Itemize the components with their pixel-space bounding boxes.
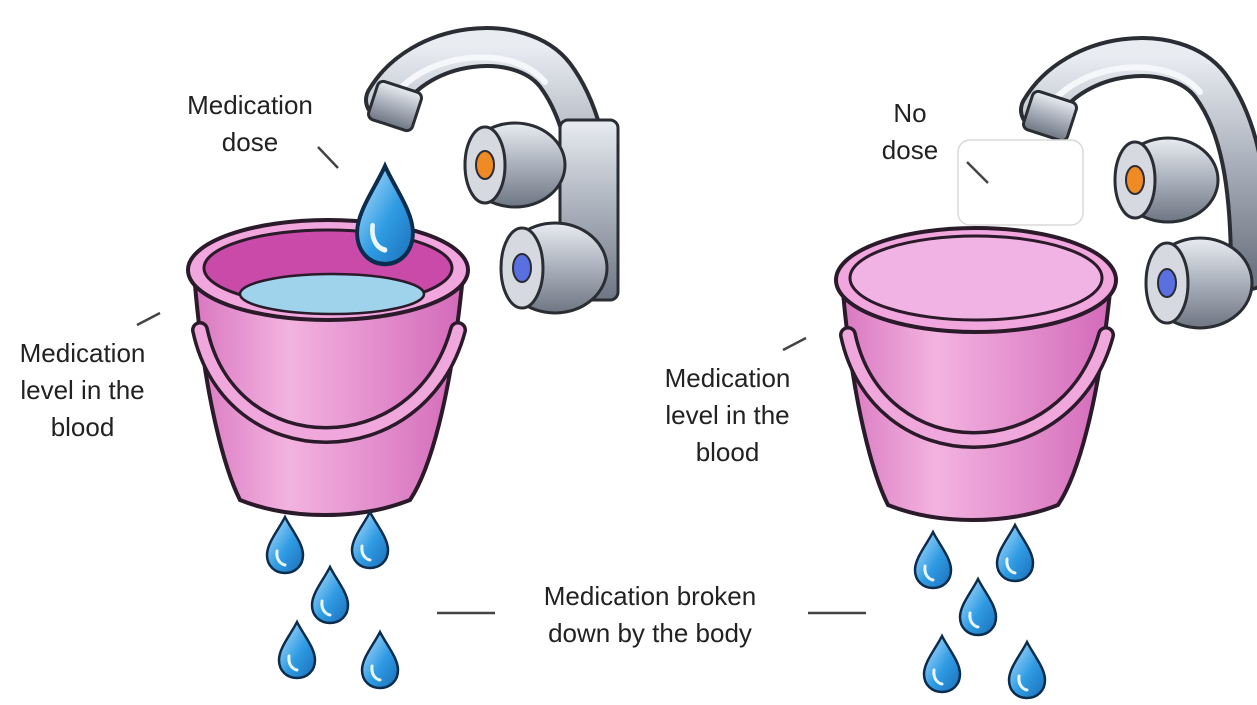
right-outflow-drops [915, 525, 1045, 698]
broken-down-label: Medication broken down by the body [505, 578, 795, 652]
left-level-label-line-1: Medication [0, 335, 165, 372]
left-dose-water-drop-icon [357, 166, 413, 264]
left-outflow-drops [267, 512, 398, 688]
water-drop-icon [997, 525, 1033, 581]
right-dose-label-line-2: dose [860, 132, 960, 169]
right-level-label: Medication level in the blood [645, 360, 810, 471]
broken-down-label-line-1: Medication broken [505, 578, 795, 615]
right-empty-dose-box [958, 140, 1083, 225]
left-dose-label-line-1: Medication [150, 87, 350, 124]
right-dose-label: No dose [860, 95, 960, 169]
left-dose-label: Medication dose [150, 87, 350, 161]
left-level-pointer-line [137, 313, 160, 325]
left-level-label-line-2: level in the [0, 372, 165, 409]
water-drop-icon [915, 532, 951, 588]
water-drop-icon [352, 512, 388, 568]
right-level-label-line-1: Medication [645, 360, 810, 397]
right-dose-label-line-1: No [860, 95, 960, 132]
left-level-label-line-3: blood [0, 409, 165, 446]
water-drop-icon [267, 517, 303, 573]
water-drop-icon [312, 567, 348, 623]
right-bucket-icon [836, 228, 1116, 520]
right-level-pointer-line [783, 338, 806, 350]
broken-down-label-line-2: down by the body [505, 615, 795, 652]
water-drop-icon [279, 622, 315, 678]
water-drop-icon [924, 636, 960, 692]
right-level-label-line-3: blood [645, 434, 810, 471]
left-dose-label-line-2: dose [150, 124, 350, 161]
left-bucket-icon [188, 220, 468, 515]
right-level-label-line-2: level in the [645, 397, 810, 434]
water-drop-icon [362, 632, 398, 688]
water-drop-icon [1009, 642, 1045, 698]
left-level-label: Medication level in the blood [0, 335, 165, 446]
water-drop-icon [960, 579, 996, 635]
